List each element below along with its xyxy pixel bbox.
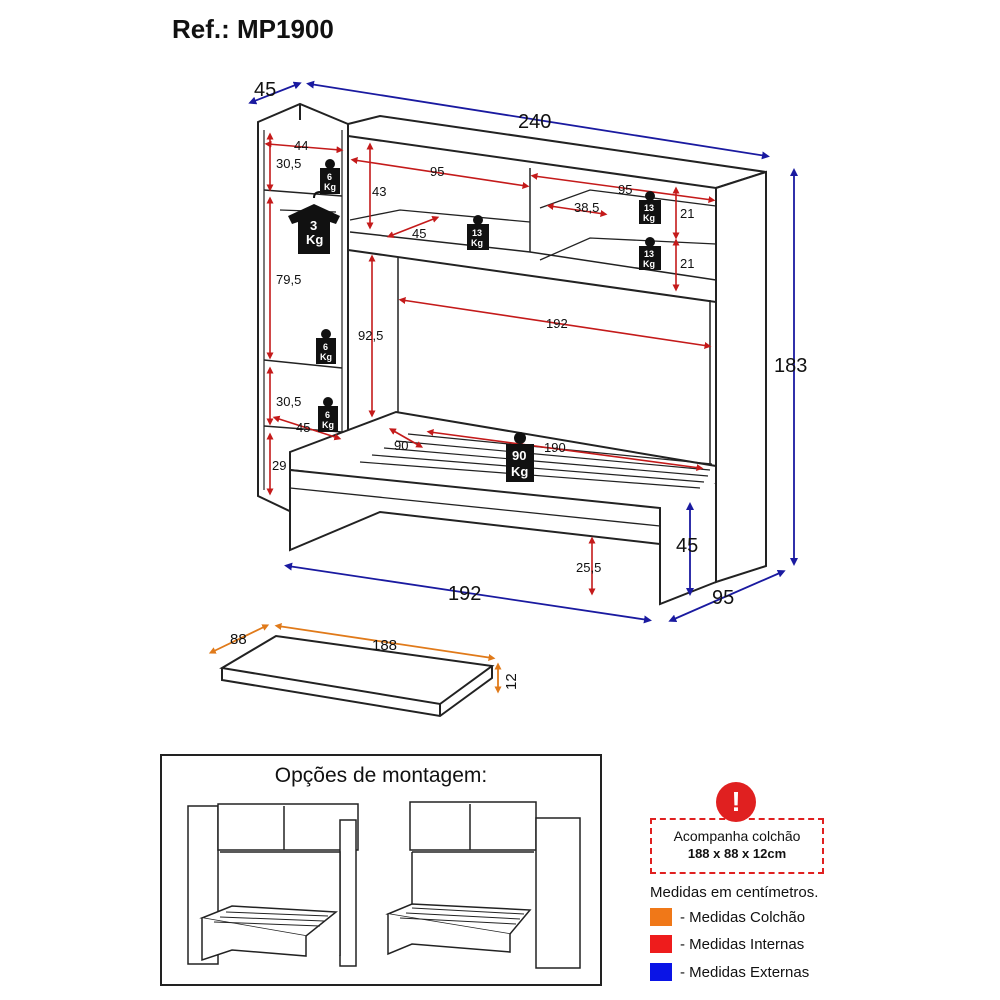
dim-left-depth-label: 45 bbox=[296, 420, 310, 435]
legend-label: - Medidas Externas bbox=[680, 963, 810, 981]
dim-depth-top-label: 45 bbox=[254, 79, 276, 101]
weight-3kg-hanger-icon: 3Kg bbox=[288, 191, 340, 254]
dim-bed-height-label: 45 bbox=[676, 535, 698, 557]
legend-swatch-red bbox=[650, 935, 672, 953]
dim-44-label: 44 bbox=[294, 138, 308, 153]
svg-text:Kg: Kg bbox=[306, 232, 323, 247]
dim-bed-w-label: 90 bbox=[394, 438, 408, 453]
legend-swatch-orange bbox=[650, 908, 672, 926]
svg-text:3: 3 bbox=[310, 218, 317, 233]
legend-label: - Medidas Internas bbox=[680, 935, 805, 953]
dim-inner-w-label: 192 bbox=[546, 316, 568, 331]
dim-upper-w-label: 95 bbox=[430, 164, 444, 179]
svg-text:Kg: Kg bbox=[324, 182, 336, 192]
mattress-length-label: 188 bbox=[372, 637, 397, 654]
assembly-options-title: Opções de montagem: bbox=[274, 764, 488, 787]
dim-left-mid-label: 79,5 bbox=[276, 272, 301, 287]
assembly-option-2 bbox=[385, 801, 581, 969]
dim-left-low-label: 30,5 bbox=[276, 394, 301, 409]
mattress-included-notice: Acompanha colchão 188 x 88 x 12cm bbox=[650, 818, 824, 874]
dim-leg-h-label: 25,5 bbox=[576, 560, 601, 575]
units-note: Medidas em centímetros. bbox=[650, 884, 819, 901]
svg-text:6: 6 bbox=[325, 410, 330, 420]
mattress-thickness-label: 12 bbox=[503, 673, 520, 690]
svg-text:13: 13 bbox=[644, 203, 654, 213]
internal-labels: 44 30,5 79,5 30,5 29 45 43 95 45 95 38,5… bbox=[272, 138, 694, 575]
svg-text:Kg: Kg bbox=[471, 238, 483, 248]
dim-right-h2-label: 21 bbox=[680, 256, 694, 271]
notice-size: 188 x 88 x 12cm bbox=[687, 846, 787, 861]
dim-bed-length-label: 192 bbox=[448, 583, 481, 605]
mattress-drawing bbox=[219, 634, 495, 718]
dim-left-bottom-label: 29 bbox=[272, 458, 286, 473]
dim-width-label: 240 bbox=[518, 111, 551, 133]
notice-text: Acompanha colchão bbox=[673, 828, 801, 844]
dim-upper-h-label: 43 bbox=[372, 184, 386, 199]
dim-right-h1-label: 21 bbox=[680, 206, 694, 221]
legend-external: - Medidas Externas bbox=[650, 963, 809, 981]
reference-title: Ref.: MP1900 bbox=[172, 14, 334, 44]
internal-dimensions bbox=[264, 132, 716, 596]
dim-upper-d-label: 45 bbox=[412, 226, 426, 241]
weight-6kg-low-icon: 6Kg bbox=[318, 397, 338, 432]
weight-6kg-top-icon: 6Kg bbox=[320, 159, 340, 194]
dim-height-label: 183 bbox=[774, 355, 807, 377]
dim-left-top-label: 30,5 bbox=[276, 156, 301, 171]
svg-text:6: 6 bbox=[327, 172, 332, 182]
mattress-dimensions bbox=[208, 623, 502, 694]
exclamation-icon: ! bbox=[716, 782, 756, 822]
legend-internal: - Medidas Internas bbox=[650, 935, 804, 953]
svg-text:Kg: Kg bbox=[320, 352, 332, 362]
dim-right-d-label: 38,5 bbox=[574, 200, 599, 215]
assembly-option-1 bbox=[187, 803, 359, 967]
legend-label: - Medidas Colchão bbox=[680, 908, 806, 926]
svg-text:90: 90 bbox=[512, 448, 526, 463]
external-dimensions bbox=[248, 80, 798, 624]
mattress-width-label: 88 bbox=[230, 631, 247, 648]
svg-text:Kg: Kg bbox=[322, 420, 334, 430]
dim-bed-l-label: 190 bbox=[544, 440, 566, 455]
dim-bed-depth-label: 95 bbox=[712, 587, 734, 609]
weight-6kg-mid-icon: 6Kg bbox=[316, 329, 336, 364]
svg-text:13: 13 bbox=[472, 228, 482, 238]
svg-text:6: 6 bbox=[323, 342, 328, 352]
svg-text:Kg: Kg bbox=[643, 259, 655, 269]
dim-inner-h-label: 92,5 bbox=[358, 328, 383, 343]
legend-mattress: - Medidas Colchão bbox=[650, 908, 805, 926]
svg-text:Kg: Kg bbox=[511, 464, 528, 479]
svg-text:13: 13 bbox=[644, 249, 654, 259]
dim-right-w-label: 95 bbox=[618, 182, 632, 197]
legend-swatch-blue bbox=[650, 963, 672, 981]
svg-text:Kg: Kg bbox=[643, 213, 655, 223]
assembly-options-box: Opções de montagem: bbox=[160, 754, 602, 986]
